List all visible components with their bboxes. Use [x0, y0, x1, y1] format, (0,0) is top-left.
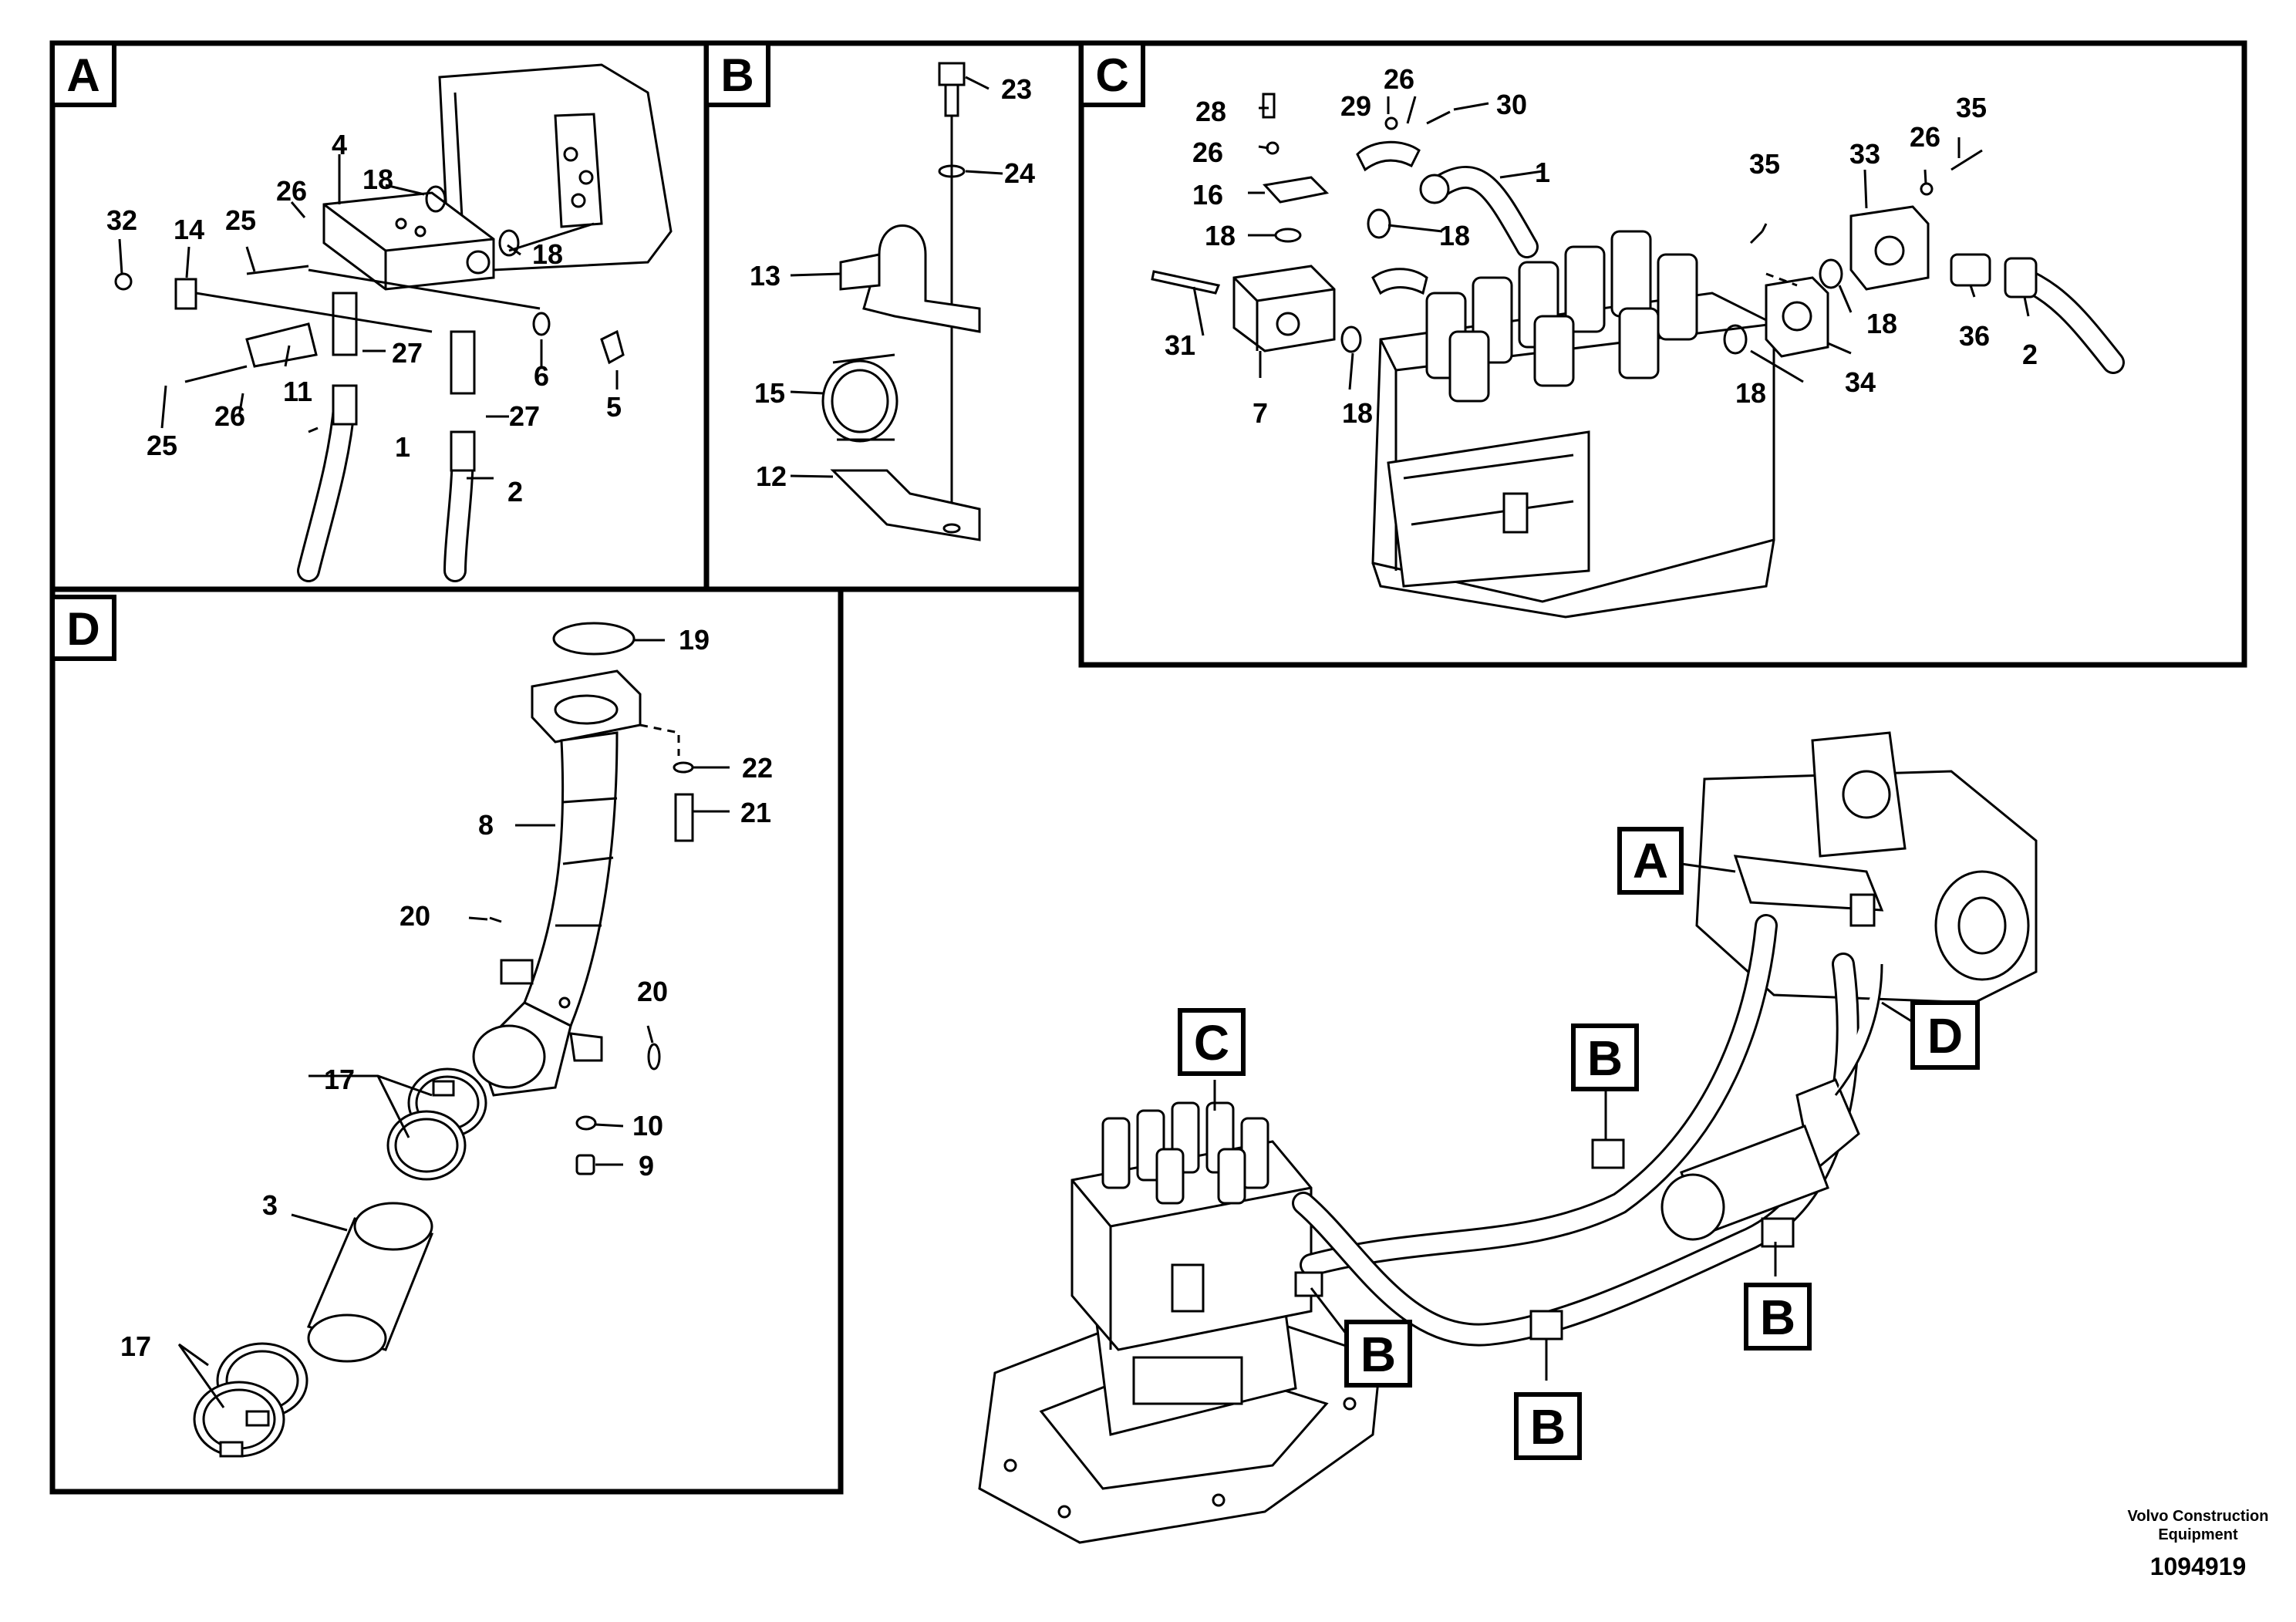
callout-d-8: 8 [478, 809, 494, 841]
panel-a-frame [49, 40, 710, 592]
panel-a-drawing [114, 63, 673, 582]
callout-d-17b: 17 [120, 1330, 151, 1362]
callout-d-3: 3 [262, 1189, 278, 1221]
overview-tag-b-4-text: B [1530, 1399, 1566, 1455]
callout-a-26b: 26 [214, 400, 245, 432]
callout-a-18: 18 [362, 164, 393, 195]
overview-tag-d-text: D [1927, 1008, 1963, 1064]
callout-c-18: 18 [1205, 220, 1236, 251]
callout-d-10: 10 [632, 1110, 663, 1141]
panel-a-callouts: 4 18 26 25 14 32 18 11 27 27 26 25 1 2 6… [106, 129, 622, 508]
callout-c-36: 36 [1959, 320, 1990, 352]
callout-c-35: 35 [1749, 148, 1780, 180]
overview-drawing [978, 731, 2038, 1544]
callout-c-26c: 26 [1910, 121, 1940, 153]
callout-c-7: 7 [1253, 397, 1268, 429]
callout-c-34: 34 [1845, 366, 1876, 398]
panel-b-tag-text: B [720, 49, 754, 101]
callout-c-18b: 18 [1439, 220, 1470, 251]
callout-c-35b: 35 [1956, 92, 1987, 123]
callout-c-29: 29 [1340, 90, 1371, 122]
callout-d-20b: 20 [637, 976, 668, 1007]
callout-a-14: 14 [174, 214, 204, 245]
callout-c-26b: 26 [1192, 137, 1223, 168]
panel-d-callouts: 19 22 21 8 20 20 17 10 9 3 17 [120, 624, 773, 1362]
callout-a-4: 4 [332, 129, 347, 160]
panel-a-tag-text: A [66, 49, 99, 101]
callout-a-26: 26 [276, 175, 307, 207]
callout-c-2: 2 [2022, 339, 2038, 370]
panel-a-tag: A [50, 41, 116, 107]
valve-spools [1425, 230, 1698, 403]
overview-tag-d: D [1910, 1000, 1980, 1070]
panel-c-frame [1078, 40, 2247, 668]
overview-tag-c-text: C [1194, 1015, 1229, 1071]
callout-d-9: 9 [639, 1150, 654, 1182]
overview-tag-b-1: B [1571, 1023, 1639, 1091]
callout-b-15: 15 [754, 377, 785, 409]
panel-c-tag: C [1079, 41, 1145, 107]
document-number: 1094919 [2150, 1553, 2247, 1580]
callout-c-18e: 18 [1735, 377, 1766, 409]
overview-tag-b-4: B [1514, 1392, 1582, 1460]
overview-tag-b-3: B [1744, 1283, 1812, 1351]
callout-a-6: 6 [534, 360, 549, 392]
callout-a-25b: 25 [147, 430, 177, 461]
callout-a-25: 25 [225, 204, 256, 236]
callout-b-23: 23 [1001, 73, 1032, 105]
callout-c-33: 33 [1849, 138, 1880, 170]
overview-tag-c: C [1178, 1008, 1246, 1076]
credit-line-2: Equipment [2158, 1526, 2238, 1543]
panel-c-tag-text: C [1095, 49, 1128, 101]
panel-d-drawing [177, 622, 730, 1458]
panel-b-tag: B [704, 41, 770, 107]
callout-c-16: 16 [1192, 179, 1223, 211]
callout-d-20: 20 [400, 900, 430, 932]
callout-a-32: 32 [106, 204, 137, 236]
callout-b-24: 24 [1004, 157, 1035, 189]
callout-c-30: 30 [1496, 89, 1527, 120]
callout-c-31: 31 [1165, 329, 1195, 361]
overview-tag-a: A [1617, 827, 1684, 895]
callout-a-11: 11 [283, 376, 312, 407]
callout-d-22: 22 [742, 752, 773, 784]
callout-a-2: 2 [507, 476, 523, 508]
callout-a-27: 27 [392, 337, 423, 369]
callout-a-27b: 27 [509, 400, 540, 432]
panel-b-drawing [790, 62, 1003, 541]
callout-d-19: 19 [679, 624, 710, 656]
panel-b-callouts: 23 24 13 15 12 [750, 73, 1035, 492]
callout-c-28: 28 [1195, 96, 1226, 127]
panel-c-drawing [1151, 93, 2125, 619]
panel-c-callouts: 28 26 29 26 30 1 16 18 18 31 7 18 35 33 … [1165, 63, 2038, 429]
overview-tag-b-3-text: B [1760, 1290, 1795, 1345]
panel-d-tag: D [50, 595, 116, 661]
panel-d-tag-text: D [66, 603, 99, 655]
overview-tag-b-1-text: B [1587, 1030, 1623, 1086]
credit-line-1: Volvo Construction [2128, 1508, 2269, 1525]
callout-c-1: 1 [1535, 157, 1550, 188]
overview-tag-b-2: B [1344, 1320, 1412, 1388]
callout-b-12: 12 [756, 460, 787, 492]
callout-b-13: 13 [750, 260, 781, 292]
callout-c-26: 26 [1384, 63, 1414, 95]
overview-tag-b-2-text: B [1360, 1327, 1396, 1382]
overview-valve-spools [1101, 1101, 1269, 1205]
callout-d-21: 21 [740, 797, 771, 828]
panel-d-frame [49, 586, 844, 1495]
overview-tag-a-text: A [1633, 833, 1668, 889]
callout-c-18d: 18 [1866, 308, 1897, 339]
callout-a-5: 5 [606, 391, 622, 423]
callout-d-17: 17 [324, 1064, 355, 1095]
callout-c-18c: 18 [1342, 397, 1373, 429]
callout-a-18b: 18 [532, 238, 563, 270]
callout-a-1: 1 [395, 431, 410, 463]
